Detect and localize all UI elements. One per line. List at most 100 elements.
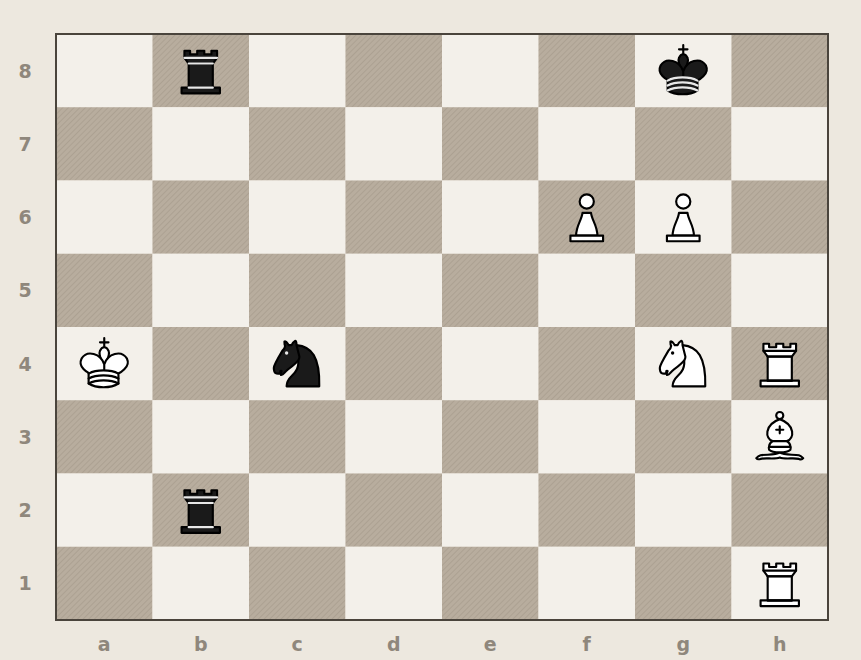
piece-part — [679, 45, 688, 54]
dark-square — [249, 400, 346, 473]
piece-part — [756, 452, 803, 459]
black-rook — [182, 51, 220, 94]
piece-part — [285, 351, 288, 354]
dark-square — [249, 107, 346, 180]
rank-label: 2 — [18, 501, 31, 520]
file-label: e — [484, 635, 497, 654]
piece-part — [274, 341, 300, 375]
rank-label: 7 — [18, 134, 31, 153]
light-square — [346, 107, 443, 180]
piece-part — [81, 354, 128, 388]
dark-square — [442, 400, 539, 473]
black-rook — [182, 490, 220, 533]
rank-label: 5 — [18, 281, 31, 300]
light-square — [732, 547, 829, 620]
piece-part — [768, 357, 792, 381]
white-king — [81, 338, 128, 387]
dark-square — [346, 327, 443, 400]
light-square — [346, 400, 443, 473]
light-square — [442, 327, 539, 400]
file-label: h — [773, 635, 787, 654]
dark-square — [732, 474, 829, 547]
piece-part — [668, 77, 698, 90]
dark-square — [635, 254, 732, 327]
piece-part — [767, 419, 792, 452]
file-label: d — [387, 635, 401, 654]
light-square — [153, 400, 250, 473]
dark-square — [539, 34, 636, 107]
dark-square — [635, 400, 732, 473]
light-square — [346, 547, 443, 620]
piece-part — [89, 370, 119, 383]
white-pawn — [667, 194, 700, 241]
dark-square — [635, 107, 732, 180]
dark-square — [635, 547, 732, 620]
light-square — [56, 474, 153, 547]
dark-square — [249, 254, 346, 327]
light-square — [56, 181, 153, 254]
piece-part — [184, 497, 217, 527]
dark-square — [732, 327, 829, 400]
light-square — [153, 254, 250, 327]
light-square — [635, 474, 732, 547]
light-square — [539, 254, 636, 327]
piece-part — [580, 194, 594, 208]
dark-square — [56, 547, 153, 620]
dark-square — [442, 547, 539, 620]
light-square — [442, 181, 539, 254]
light-square — [442, 474, 539, 547]
white-bishop — [756, 412, 803, 459]
piece-part — [576, 213, 597, 236]
rank-label: 8 — [18, 61, 31, 80]
light-square — [732, 107, 829, 180]
dark-square — [56, 107, 153, 180]
light-square — [249, 474, 346, 547]
piece-part — [763, 351, 796, 381]
white-pawn — [570, 194, 603, 241]
white-knight — [660, 341, 705, 386]
dark-square — [539, 181, 636, 254]
light-square — [635, 327, 732, 400]
dark-square — [346, 474, 443, 547]
piece-part — [667, 236, 700, 242]
piece-part — [673, 213, 694, 236]
dark-square — [153, 474, 250, 547]
piece-part — [671, 351, 674, 354]
piece-part — [660, 61, 707, 95]
dark-square — [153, 327, 250, 400]
dark-square — [249, 547, 346, 620]
piece-part — [189, 503, 213, 527]
light-square — [249, 34, 346, 107]
piece-part — [660, 341, 686, 375]
dark-square — [442, 254, 539, 327]
board-frame — [56, 34, 828, 620]
light-square — [635, 34, 732, 107]
rank-label: 3 — [18, 427, 31, 446]
light-square — [249, 327, 346, 400]
piece-part — [676, 194, 690, 208]
dark-square — [56, 254, 153, 327]
light-square — [153, 107, 250, 180]
light-square — [732, 400, 829, 473]
light-square — [539, 107, 636, 180]
dark-square — [539, 474, 636, 547]
dark-square — [732, 181, 829, 254]
piece-part — [184, 58, 217, 88]
file-label: b — [194, 635, 208, 654]
rank-label: 4 — [18, 354, 31, 373]
dark-square — [346, 34, 443, 107]
dark-square — [153, 181, 250, 254]
light-square — [56, 327, 153, 400]
light-square — [442, 34, 539, 107]
piece-part — [768, 576, 792, 600]
light-square — [732, 254, 829, 327]
white-rook — [761, 344, 799, 387]
piece-part — [189, 64, 213, 88]
piece-part — [570, 236, 603, 242]
dark-square — [442, 107, 539, 180]
black-king — [660, 45, 707, 94]
white-rook — [761, 563, 799, 606]
dark-square — [153, 34, 250, 107]
light-square — [153, 547, 250, 620]
